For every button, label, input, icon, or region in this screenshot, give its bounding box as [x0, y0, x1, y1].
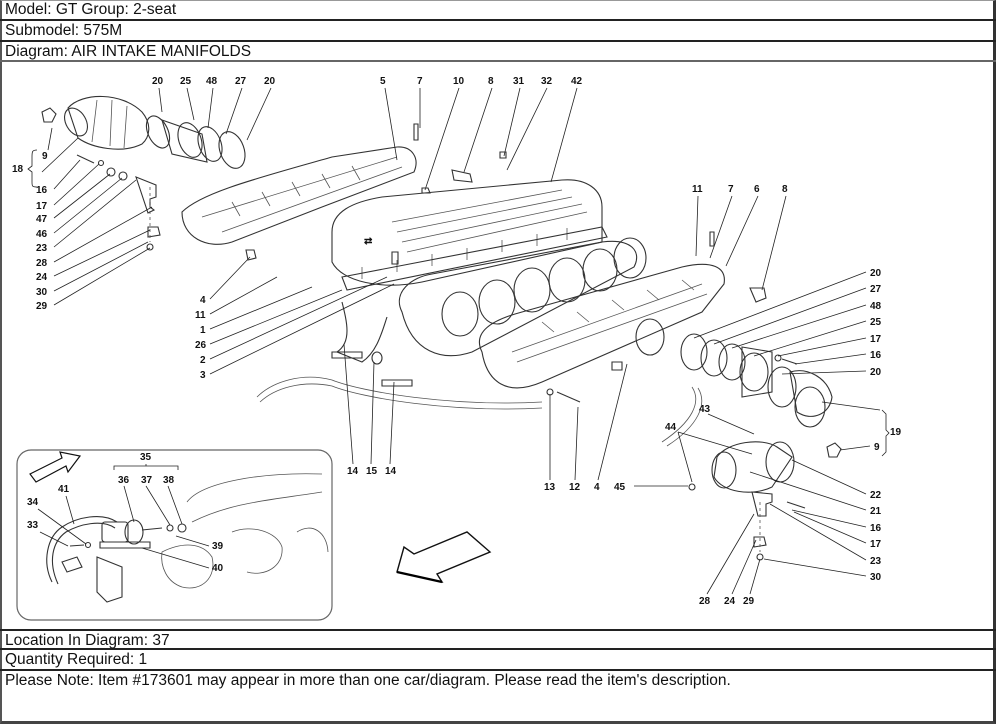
callout: 23: [36, 243, 48, 254]
location-row: Location In Diagram: 37: [0, 629, 996, 650]
callout: 43: [699, 404, 711, 415]
group-19-label: 19: [890, 427, 902, 438]
callout: 20: [870, 268, 882, 279]
callouts-right-top: 11 7 6 8: [692, 184, 788, 303]
callout: 14: [385, 466, 397, 477]
callouts-bottom-center: 14 15 14 13 12 4 45: [343, 343, 688, 493]
callout: 30: [36, 287, 48, 298]
callout: 16: [36, 185, 48, 196]
logo-mark: ⇄: [364, 236, 373, 247]
callout: 8: [488, 76, 494, 87]
callouts-inset: 35 36 37 38 41 34 33 39 40: [27, 452, 224, 574]
diagram-title-row: Diagram: AIR INTAKE MANIFOLDS: [0, 42, 996, 62]
callout: 12: [569, 482, 581, 493]
left-intake-hose: [41, 95, 246, 169]
callout: 29: [743, 596, 755, 607]
callout: 36: [118, 475, 130, 486]
right-bank-manifold: [479, 263, 725, 389]
callout: 11: [692, 184, 703, 195]
callout: 20: [264, 76, 276, 87]
callout: 34: [27, 497, 39, 508]
callout: 13: [544, 482, 556, 493]
callouts-right-lower: 43 44 22 21 16 17 23 30: [665, 404, 882, 583]
callout: 27: [235, 76, 247, 87]
callout: 15: [366, 466, 378, 477]
callout: 45: [614, 482, 626, 493]
callout: 41: [58, 484, 70, 495]
direction-arrow: [396, 531, 492, 584]
callout: 22: [870, 490, 882, 501]
callout: 16: [870, 523, 882, 534]
callout: 38: [163, 475, 175, 486]
lower-runners: [331, 301, 413, 387]
callouts-center-left: 4 11 1 26 2 3: [195, 249, 399, 381]
submodel-row: Submodel: 575M: [0, 21, 996, 42]
callout: 44: [665, 422, 677, 433]
callout: 5: [380, 76, 386, 87]
callout: 3: [200, 370, 206, 381]
right-intake-assembly: [680, 333, 842, 458]
callout: 4: [200, 295, 206, 306]
callout: 33: [27, 520, 39, 531]
callout: 9: [42, 151, 48, 162]
callout: 9: [874, 442, 880, 453]
callout: 10: [453, 76, 465, 87]
callout: 31: [513, 76, 525, 87]
group-35-label: 35: [140, 452, 152, 463]
callout: 23: [870, 556, 882, 567]
callout: 42: [571, 76, 583, 87]
air-flow-meter: [688, 441, 806, 561]
callouts-left-column: 9 18 16 17 47 46 23 28 24 30 29: [12, 127, 153, 312]
callout: 11: [195, 310, 206, 321]
callout: 6: [754, 184, 760, 195]
callout: 2: [200, 355, 206, 366]
callout: 24: [36, 272, 48, 283]
callout: 47: [36, 214, 48, 225]
callout: 25: [870, 317, 882, 328]
note-row: Please Note: Item #173601 may appear in …: [5, 672, 731, 689]
group-18-label: 18: [12, 164, 24, 175]
left-fasteners: [76, 154, 161, 251]
callout: 29: [36, 301, 48, 312]
vacuum-hoses: [256, 376, 703, 447]
callout: 8: [782, 184, 788, 195]
throttle-bodies: [398, 237, 647, 357]
model-row: Model: GT Group: 2-seat: [0, 0, 996, 21]
callout: 25: [180, 76, 192, 87]
callouts-right-column: 20 27 48 25 17 16 20 9 19: [693, 268, 902, 457]
callout: 27: [870, 284, 882, 295]
left-bank-manifold: [181, 146, 417, 245]
callout: 16: [870, 350, 882, 361]
callouts-top-center: 5 7 10 8 31 32 42: [380, 76, 583, 194]
callout: 39: [212, 541, 224, 552]
callout: 14: [347, 466, 359, 477]
callout: 40: [212, 563, 224, 574]
callout: 20: [870, 367, 882, 378]
callout: 20: [152, 76, 164, 87]
callout: 7: [728, 184, 734, 195]
callouts-bottom-right: 28 24 29: [699, 513, 761, 607]
callout: 4: [594, 482, 600, 493]
callout: 37: [141, 475, 153, 486]
callout: 28: [36, 258, 48, 269]
callout: 48: [206, 76, 218, 87]
callout: 32: [541, 76, 553, 87]
callout: 7: [417, 76, 423, 87]
callouts-top-left: 20 25 48 27 20: [152, 76, 276, 141]
callout: 46: [36, 229, 48, 240]
callout: 28: [699, 596, 711, 607]
callout: 17: [870, 539, 882, 550]
callout: 26: [195, 340, 207, 351]
callout: 48: [870, 301, 882, 312]
callout: 17: [870, 334, 882, 345]
callout: 17: [36, 201, 48, 212]
callout: 24: [724, 596, 736, 607]
callout: 1: [200, 325, 206, 336]
callout: 21: [870, 506, 882, 517]
callout: 30: [870, 572, 882, 583]
quantity-row: Quantity Required: 1: [0, 650, 996, 671]
parts-diagram: ⇄: [2, 62, 994, 628]
inset-detail: [16, 449, 333, 621]
plenum-cover: ⇄: [331, 179, 608, 291]
